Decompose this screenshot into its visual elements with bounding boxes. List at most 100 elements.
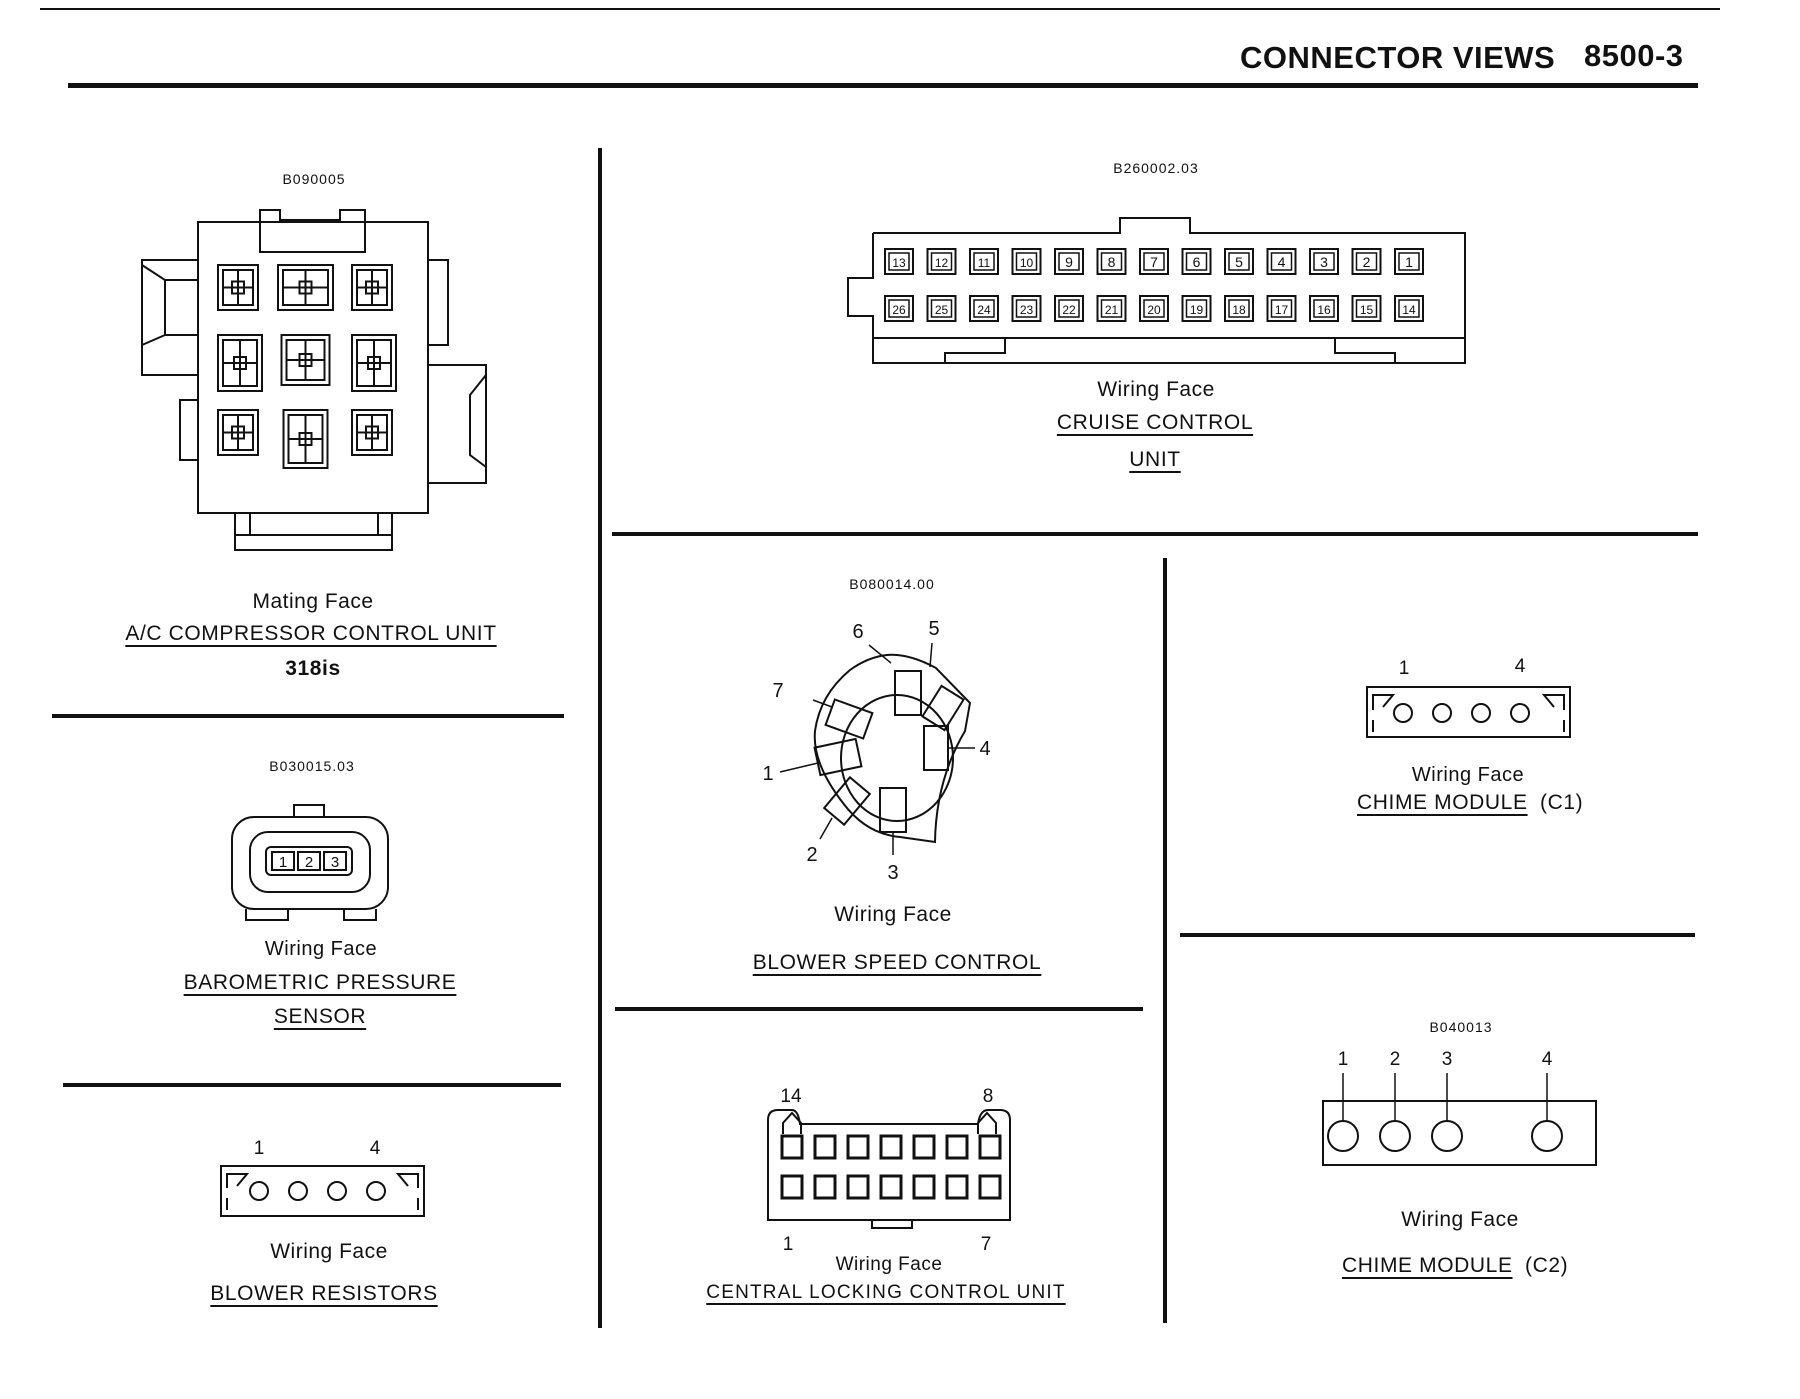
svg-text:17: 17 [1275, 303, 1289, 317]
connector-face-label: Wiring Face [264, 938, 378, 960]
connector-code: B030015.03 [269, 758, 355, 774]
cavity [846, 1134, 870, 1160]
pin-label-8: 8 [983, 1086, 994, 1107]
section-title: CONNECTOR VIEWS [1240, 40, 1556, 75]
connector-suffix: (C2) [1524, 1254, 1569, 1277]
cavity [780, 1174, 804, 1200]
pin-3: 3 [879, 787, 907, 884]
cavity [846, 1174, 870, 1200]
pin-9: 9 [1054, 248, 1084, 275]
pin-14: 14 [1394, 295, 1424, 322]
terminal-cavity [217, 264, 259, 311]
divider-middle [615, 1007, 1143, 1011]
svg-text:7: 7 [1150, 254, 1158, 270]
pin-12: 12 [926, 248, 957, 275]
pin-22: 22 [1054, 295, 1084, 322]
divider-vertical-left [598, 148, 602, 1328]
connector-name-line2: UNIT [1129, 448, 1181, 471]
connector-name: CENTRAL LOCKING CONTROL UNIT [706, 1282, 1066, 1303]
svg-text:8: 8 [1108, 254, 1116, 270]
divider-vertical-right [1163, 558, 1167, 1323]
ac-compressor-drawing [141, 209, 487, 551]
pin-5: 5 [1224, 248, 1254, 275]
svg-text:2: 2 [1390, 1049, 1401, 1070]
svg-text:3: 3 [1320, 254, 1328, 270]
pin-10: 10 [1011, 248, 1042, 275]
cavity [780, 1134, 804, 1160]
connector-name: BLOWER RESISTORS [210, 1282, 438, 1305]
pin-19: 19 [1181, 295, 1212, 322]
pin-17: 17 [1266, 295, 1297, 322]
terminal-cavity [217, 334, 263, 392]
cavity [978, 1134, 1002, 1160]
pin-15: 15 [1351, 295, 1382, 322]
svg-text:4: 4 [1278, 254, 1286, 270]
pin-1: 1 [762, 737, 863, 785]
svg-text:11: 11 [978, 256, 991, 270]
divider-left-1 [52, 714, 564, 718]
pin-2: 2 [806, 775, 872, 866]
pin-3: 3 [1309, 248, 1339, 275]
chime-c1-drawing: 1 4 [1366, 656, 1571, 738]
svg-text:7: 7 [772, 680, 783, 702]
pin-8: 8 [1096, 248, 1127, 275]
svg-text:4: 4 [1542, 1049, 1553, 1070]
connector-name-line1: BAROMETRIC PRESSURE [183, 971, 457, 994]
svg-text:12: 12 [935, 256, 949, 270]
pin-5: 5 [921, 618, 965, 732]
svg-text:5: 5 [928, 618, 939, 640]
svg-text:2: 2 [305, 854, 313, 871]
pin-1: 1 [1394, 248, 1424, 275]
svg-text:18: 18 [1232, 303, 1246, 317]
cavity [912, 1174, 936, 1200]
svg-text:23: 23 [1020, 303, 1034, 317]
pin-label-7: 7 [981, 1234, 992, 1255]
connector-face-label: Wiring Face [270, 1240, 388, 1263]
svg-text:26: 26 [892, 303, 906, 317]
svg-text:25: 25 [935, 303, 949, 317]
pin-25: 25 [926, 295, 957, 322]
pin-26: 26 [884, 295, 914, 322]
pin-16: 16 [1309, 295, 1339, 322]
blower-resistors-drawing: 1 4 [220, 1138, 425, 1217]
pin-label-1: 1 [254, 1138, 265, 1159]
connector-code: B090005 [282, 171, 346, 187]
connector-face-label: Wiring Face [1097, 378, 1215, 401]
connector-name: BLOWER SPEED CONTROL [752, 951, 1042, 974]
terminal-cavity [282, 409, 329, 469]
connector-name-row: CHIME MODULE (C2) [1342, 1254, 1568, 1278]
pin-label-14: 14 [780, 1086, 802, 1107]
central-locking-drawing: 14 8 1 7 [767, 1086, 1011, 1255]
connector-name-line2: SENSOR [273, 1005, 367, 1028]
connector-name: CHIME MODULE [1357, 791, 1528, 814]
pin-20: 20 [1139, 295, 1169, 322]
svg-text:2: 2 [1363, 254, 1371, 270]
cavity [813, 1174, 837, 1200]
connector-face-label: Wiring Face [834, 903, 952, 926]
pin-4: 4 [1531, 1049, 1563, 1152]
connector-name: A/C COMPRESSOR CONTROL UNIT [125, 622, 497, 645]
svg-text:16: 16 [1317, 303, 1331, 317]
connector-code: B040013 [1429, 1019, 1493, 1035]
pin-23: 23 [1011, 295, 1042, 322]
pin-6: 6 [852, 621, 922, 716]
svg-text:1: 1 [1405, 254, 1413, 270]
svg-text:9: 9 [1065, 254, 1073, 270]
divider-top-right [612, 532, 1698, 536]
svg-text:20: 20 [1147, 303, 1161, 317]
top-thin-rule [40, 8, 1720, 10]
pin-label-1: 1 [783, 1234, 794, 1255]
header-rule [68, 83, 1698, 88]
connector-face-label: Wiring Face [1411, 764, 1525, 786]
pin-6: 6 [1181, 248, 1212, 275]
pin-1: 1 [271, 851, 295, 871]
svg-text:6: 6 [852, 621, 863, 643]
terminal-cavity [351, 264, 393, 311]
cavity [945, 1134, 969, 1160]
